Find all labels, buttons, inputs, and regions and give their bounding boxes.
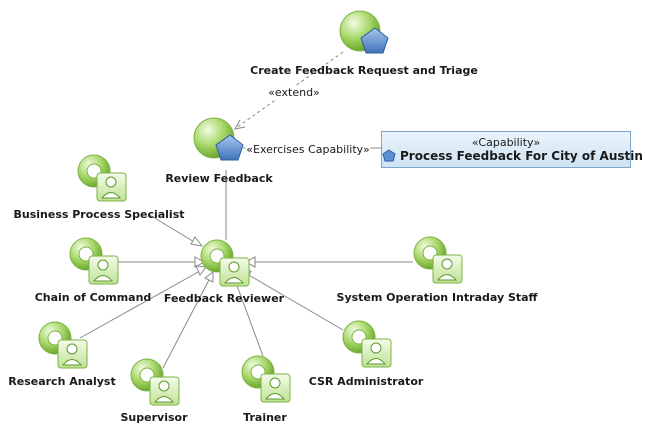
exercises-capability-label: «Exercises Capability» bbox=[245, 143, 371, 156]
actor-supervisor-label: Supervisor bbox=[120, 411, 188, 424]
usecase-create-feedback-icon[interactable] bbox=[339, 10, 389, 54]
gen-line-bps bbox=[147, 213, 197, 244]
usecase-review-feedback-icon[interactable] bbox=[193, 117, 244, 161]
gen-arrowhead-soi bbox=[244, 256, 256, 268]
pentagon-icon bbox=[360, 27, 389, 54]
extend-label: «extend» bbox=[267, 86, 321, 99]
gen-line-tr bbox=[235, 282, 264, 357]
usecase-create-feedback-label: Create Feedback Request and Triage bbox=[250, 64, 478, 77]
capability-name-row: Process Feedback For City of Austin bbox=[382, 149, 643, 163]
actor-chain-of-command-icon[interactable] bbox=[69, 237, 119, 285]
gen-line-csr bbox=[246, 273, 344, 331]
gen-arrowhead-bps bbox=[190, 236, 204, 247]
actor-csr-administrator-label: CSR Administrator bbox=[308, 375, 424, 388]
actor-csr-administrator-icon[interactable] bbox=[342, 320, 392, 368]
gen-arrowhead-ra bbox=[195, 265, 207, 276]
extend-line bbox=[235, 51, 344, 129]
actor-feedback-reviewer-label: Feedback Reviewer bbox=[163, 292, 285, 305]
actor-trainer-icon[interactable] bbox=[241, 355, 291, 403]
pentagon-icon bbox=[215, 134, 244, 161]
actor-system-operation-intraday-staff-icon[interactable] bbox=[413, 236, 463, 284]
gen-arrowhead-sup bbox=[204, 271, 214, 283]
actor-trainer-label: Trainer bbox=[243, 411, 287, 424]
actor-research-analyst-icon[interactable] bbox=[38, 321, 88, 369]
actor-chain-of-command-label: Chain of Command bbox=[34, 291, 152, 304]
gen-arrowhead-coc bbox=[194, 256, 206, 268]
capability-box[interactable]: «Capability» Process Feedback For City o… bbox=[381, 131, 643, 168]
gen-line-ra bbox=[79, 270, 201, 339]
capability-stereotype: «Capability» bbox=[471, 136, 541, 149]
extend-arrowhead bbox=[234, 119, 246, 130]
actor-system-operation-intraday-staff-label: System Operation Intraday Staff bbox=[336, 291, 538, 304]
capability-name: Process Feedback For City of Austin bbox=[400, 149, 643, 163]
actor-feedback-reviewer-icon[interactable] bbox=[200, 239, 250, 287]
actor-supervisor-icon[interactable] bbox=[130, 358, 180, 406]
actor-research-analyst-label: Research Analyst bbox=[8, 375, 116, 388]
usecase-review-feedback-label: Review Feedback bbox=[165, 172, 273, 185]
actor-business-process-specialist-label: Business Process Specialist bbox=[13, 208, 185, 221]
actor-business-process-specialist-icon[interactable] bbox=[77, 154, 127, 202]
capability-pentagon-icon bbox=[382, 149, 396, 162]
gen-line-sup bbox=[162, 277, 211, 369]
